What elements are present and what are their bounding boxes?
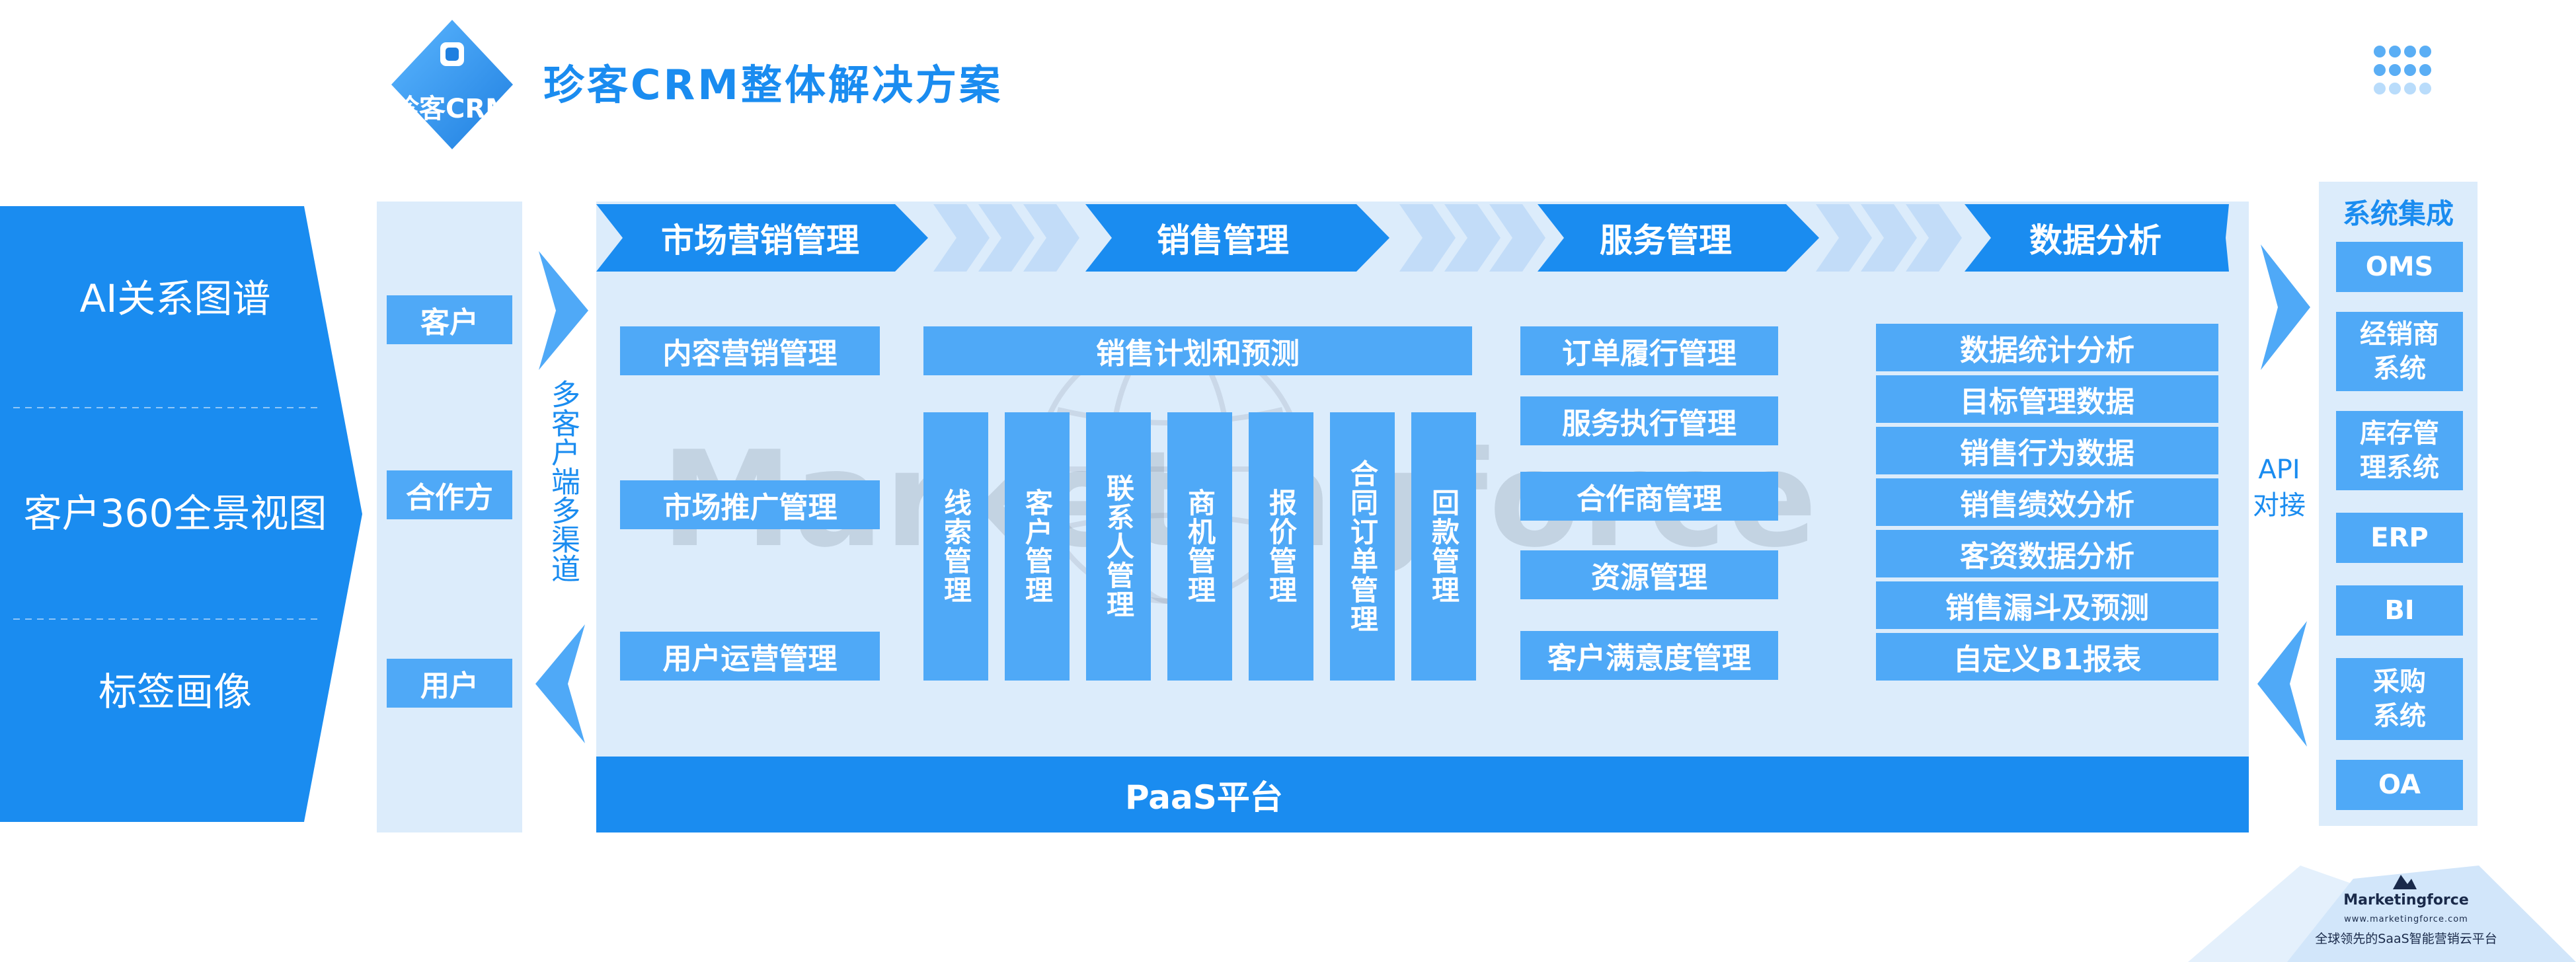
dots-icon (2372, 44, 2431, 98)
left-item-tag-profile: 标签画像 (98, 669, 252, 714)
left-item-ai-graph: AI关系图谱 (79, 276, 271, 321)
analytics-behavior: 销售行为数据 (1876, 427, 2218, 474)
channel-label: 多客户端多渠道 (546, 379, 580, 583)
sales-contacts: 联系人管理 (1086, 412, 1151, 681)
footer-badge-shape (2188, 866, 2576, 962)
integration-dealer: 经销商 系统 (2336, 312, 2463, 391)
sales-leads: 线索管理 (923, 412, 988, 681)
sales-plan: 销售计划和预测 (923, 326, 1472, 375)
role-partner: 合作方 (387, 470, 512, 519)
footer-tagline: 全球领先的SaaS智能营销云平台 (2315, 932, 2497, 946)
sales-quotes: 报价管理 (1249, 412, 1313, 681)
analytics-funnel: 销售漏斗及预测 (1876, 581, 2218, 629)
sales-customers: 客户管理 (1005, 412, 1070, 681)
integration-title: 系统集成 (2342, 198, 2454, 230)
footer-brand: Marketingforce (2343, 892, 2469, 908)
api-label: API 对接 (2253, 455, 2306, 521)
stage-analytics: 数据分析 (2029, 221, 2162, 260)
sales-contracts: 合同订单管理 (1330, 412, 1395, 681)
marketing-content: 内容营销管理 (620, 326, 880, 375)
stage-sales: 销售管理 (1157, 221, 1289, 260)
sales-opportunities: 商机管理 (1167, 412, 1232, 681)
analytics-statistics: 数据统计分析 (1876, 324, 2218, 371)
role-customer: 客户 (387, 295, 512, 344)
stage-marketing: 市场营销管理 (661, 221, 859, 260)
logo-diamond-icon (391, 20, 513, 149)
role-user: 用户 (387, 659, 512, 708)
integration-oms: OMS (2336, 242, 2463, 292)
left-feature-panel: AI关系图谱 客户360全景视图 标签画像 (0, 206, 370, 822)
left-item-customer-360: 客户360全景视图 (23, 491, 327, 536)
marketing-promotion: 市场推广管理 (620, 480, 880, 529)
integration-erp: ERP (2336, 513, 2463, 563)
sales-payments: 回款管理 (1411, 412, 1476, 681)
channel-left-arrow-icon (535, 624, 585, 743)
logo-text: 珍客CRM (393, 94, 512, 124)
analytics-performance: 销售绩效分析 (1876, 478, 2218, 526)
api-right-arrow-icon (2261, 244, 2310, 370)
stage-service: 服务管理 (1600, 221, 1732, 260)
service-satisfaction: 客户满意度管理 (1520, 631, 1778, 680)
footer-url: www.marketingforce.com (2344, 914, 2468, 924)
marketing-user-ops: 用户运营管理 (620, 632, 880, 681)
analytics-targets: 目标管理数据 (1876, 375, 2218, 423)
channel-right-arrow-icon (539, 251, 588, 370)
stage-chevron-band (596, 204, 2229, 272)
page-title: 珍客CRM整体解决方案 (543, 61, 1003, 109)
service-resources: 资源管理 (1520, 550, 1778, 599)
analytics-custom-report: 自定义B1报表 (1876, 633, 2218, 681)
service-execution: 服务执行管理 (1520, 396, 1778, 445)
api-left-arrow-icon (2257, 621, 2307, 747)
integration-oa: OA (2336, 760, 2463, 810)
footer-logo-icon (2393, 873, 2417, 889)
integration-bi: BI (2336, 585, 2463, 636)
integration-procurement: 采购 系统 (2336, 658, 2463, 740)
integration-inventory: 库存管 理系统 (2336, 411, 2463, 490)
logo: 珍客CRM (390, 18, 514, 151)
analytics-leads-data: 客资数据分析 (1876, 530, 2218, 577)
service-fulfillment: 订单履行管理 (1520, 326, 1778, 375)
paas-platform-bar: PaaS平台 (596, 757, 2249, 832)
service-partners: 合作商管理 (1520, 472, 1778, 521)
